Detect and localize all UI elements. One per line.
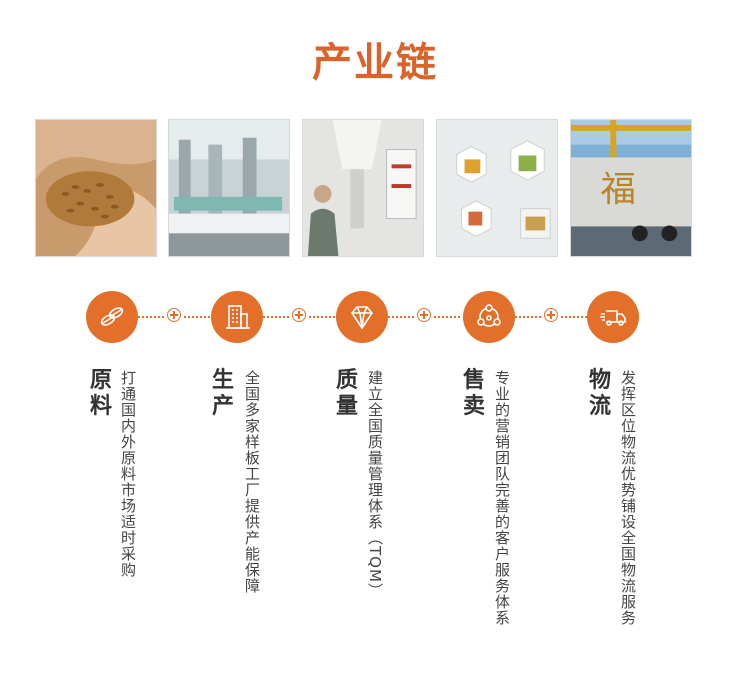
stage-title-sales: 售卖 — [463, 368, 486, 419]
factory-icon — [211, 291, 263, 343]
stage-title-production: 生产 — [212, 368, 235, 419]
stage-title-raw-material: 原料 — [90, 368, 113, 419]
quality-lab-photo — [302, 119, 424, 257]
stage-desc-production: 全国多家样板工厂提供产能保障 — [243, 370, 261, 594]
stage-title-quality: 质量 — [336, 368, 359, 419]
logistics-truck-photo: 福 — [570, 119, 692, 257]
retail-display-photo — [436, 119, 558, 257]
connector-plus-icon — [544, 308, 558, 322]
diamond-icon — [336, 291, 388, 343]
stage-title-logistics: 物流 — [589, 368, 612, 419]
network-icon — [463, 291, 515, 343]
stage-desc-sales: 专业的营销团队完善的客户服务体系 — [493, 370, 511, 626]
svg-text:福: 福 — [601, 169, 636, 210]
delivery-truck-icon — [587, 291, 639, 343]
page-title: 产业链 — [312, 40, 438, 86]
connector-plus-icon — [292, 308, 306, 322]
factory-photo — [168, 119, 290, 257]
connector-plus-icon — [167, 308, 181, 322]
stage-desc-quality: 建立全国质量管理体系（TQM） — [366, 370, 384, 599]
grain-photo — [35, 119, 157, 257]
connector-plus-icon — [417, 308, 431, 322]
stage-desc-raw-material: 打通国内外原料市场适时采购 — [119, 370, 137, 578]
seeds-icon — [86, 291, 138, 343]
stage-desc-logistics: 发挥区位物流优势铺设全国物流服务 — [619, 370, 637, 626]
